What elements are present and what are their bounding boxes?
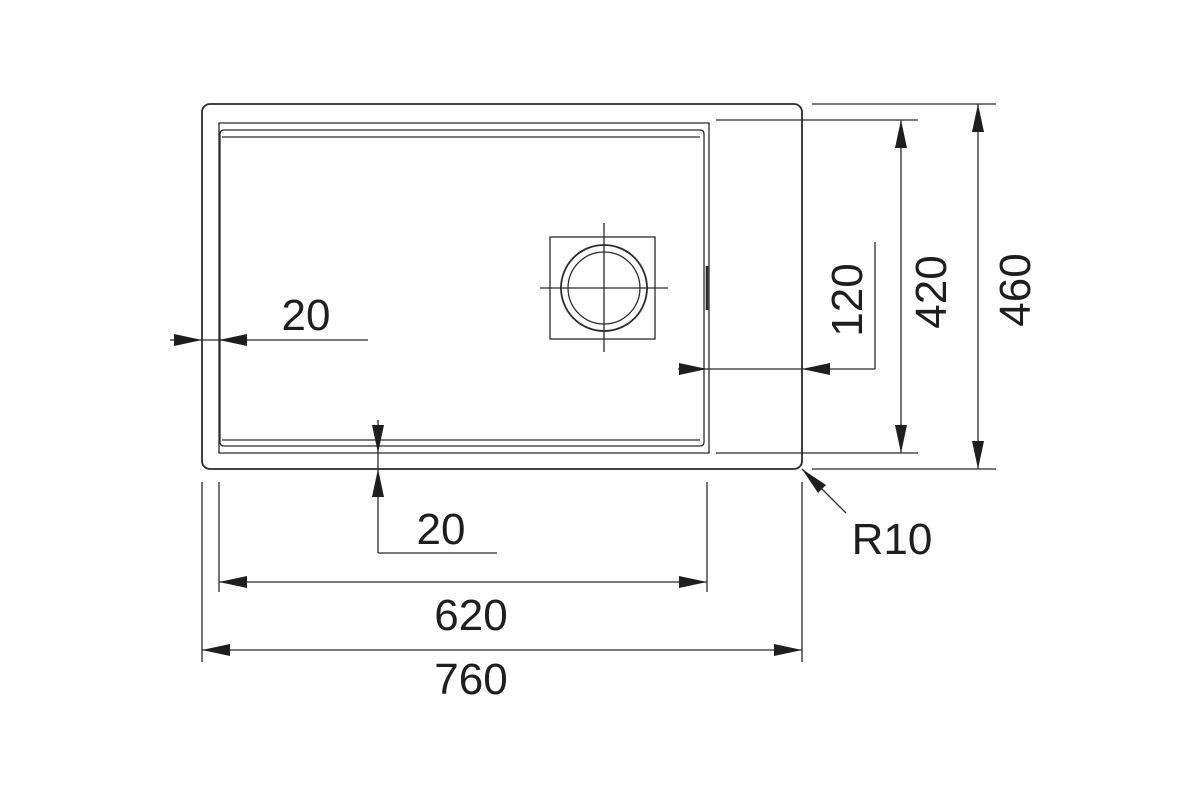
dimension-drain-offset: 120 xyxy=(678,242,876,375)
dimension-overall-width: 760 xyxy=(202,644,802,704)
extension-lines xyxy=(201,103,996,662)
dimension-bowl-width: 620 xyxy=(219,576,707,640)
drain-outlet xyxy=(540,223,668,352)
dimension-bowl-depth: 420 xyxy=(895,120,956,453)
front-rim-label: 20 xyxy=(417,505,466,554)
corner-radius-label: R10 xyxy=(852,515,933,564)
dimension-front-rim: 20 xyxy=(372,420,497,554)
overall-width-label: 760 xyxy=(434,655,507,704)
drain-offset-label: 120 xyxy=(823,263,872,336)
sink-outline xyxy=(201,103,803,470)
bowl-depth-label: 420 xyxy=(907,255,956,328)
dimension-side-rim: 20 xyxy=(170,291,368,346)
dimension-overall-depth: 460 xyxy=(972,104,1040,469)
overall-depth-label: 460 xyxy=(991,253,1040,326)
bowl-outline xyxy=(218,122,710,454)
bowl-width-label: 620 xyxy=(434,591,507,640)
corner-radius-leader: R10 xyxy=(801,468,933,564)
side-rim-label: 20 xyxy=(282,291,331,340)
